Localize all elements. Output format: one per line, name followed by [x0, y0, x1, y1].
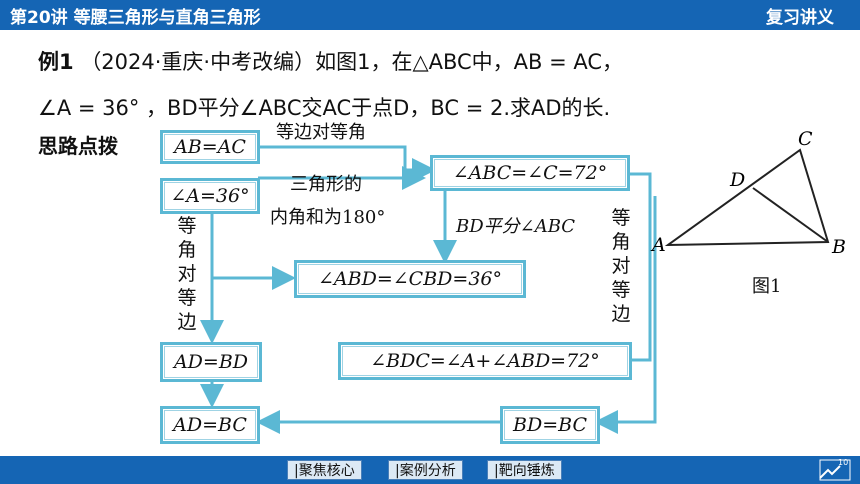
label-equal-sides: 等边对等角 — [276, 122, 366, 143]
vchar: 等 — [177, 287, 197, 309]
box-angle-a: ∠A=36° — [160, 178, 260, 214]
header-bar: 第20讲 等腰三角形与直角三角形 复习讲义 — [0, 0, 860, 30]
arrow-right-down — [594, 196, 657, 434]
vchar: 等 — [611, 279, 631, 301]
box-abd-cbd: ∠ABD=∠CBD=36° — [294, 260, 526, 298]
box-ad-bc: AD=BC — [160, 406, 260, 444]
box-ad-bd: AD=BD — [160, 342, 262, 382]
arrow-ab-ac — [258, 145, 436, 182]
nav-focus-core-button[interactable]: |聚焦核心 — [287, 460, 362, 480]
vertical-label-left: 等 角 对 等 边 — [176, 214, 198, 334]
lesson-title: 第20讲 等腰三角形与直角三角形 — [10, 8, 261, 28]
vertical-label-right: 等 角 对 等 边 — [610, 206, 632, 326]
nav-case-analysis-button[interactable]: |案例分析 — [388, 460, 463, 480]
figure-caption: 图1 — [752, 276, 782, 297]
box-ab-ac: AB=AC — [160, 130, 260, 164]
vchar: 边 — [611, 303, 631, 325]
hint-label: 思路点拨 — [38, 134, 118, 158]
box-bdc: ∠BDC=∠A+∠ABD=72° — [338, 342, 632, 380]
problem-line-1: 例1 （2024·重庆·中考改编）如图1，在△ABC中，AB = AC， — [38, 46, 623, 76]
section-title: 复习讲义 — [766, 8, 834, 28]
vchar: 对 — [611, 255, 631, 277]
label-triangle-sum-2: 内角和为180° — [270, 207, 386, 228]
problem-text-1: （2024·重庆·中考改编）如图1，在△ABC中，AB = AC， — [80, 50, 624, 74]
triangle-abc — [664, 148, 830, 247]
triangle-figure: A B C D — [650, 128, 846, 258]
box-abc-c: ∠ABC=∠C=72° — [430, 155, 630, 191]
point-c: C — [798, 128, 813, 150]
page-icon[interactable] — [818, 458, 852, 482]
arrow-right-branch — [630, 172, 652, 362]
vchar: 边 — [177, 311, 197, 333]
vchar: 角 — [611, 231, 631, 253]
vchar: 对 — [177, 263, 197, 285]
label-bisect: BD平分∠ABC — [456, 216, 576, 237]
box-bd-bc: BD=BC — [500, 406, 600, 444]
vchar: 角 — [177, 239, 197, 261]
example-label: 例1 — [38, 50, 74, 74]
problem-line-2: ∠A = 36° ，BD平分∠ABC交AC于点D，BC = 2.求AD的长. — [38, 96, 611, 120]
flow-arrows — [200, 145, 657, 434]
nav-targeted-practice-button[interactable]: |靶向锤炼 — [487, 460, 562, 480]
vchar: 等 — [611, 207, 631, 229]
point-d: D — [729, 169, 745, 191]
label-triangle-sum-1: 三角形的 — [290, 174, 362, 195]
point-a: A — [650, 234, 666, 256]
page-number: 10 — [838, 458, 849, 467]
vchar: 等 — [177, 215, 197, 237]
point-b: B — [831, 236, 846, 258]
segment-bd — [752, 187, 829, 243]
